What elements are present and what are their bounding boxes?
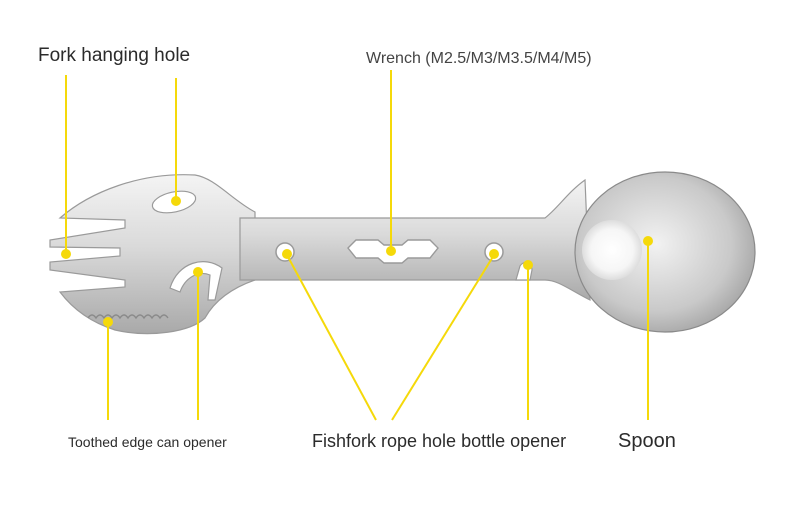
fork-head bbox=[49, 174, 256, 335]
callout-toothed-edge bbox=[103, 317, 113, 420]
callout-rope-holes bbox=[282, 249, 499, 421]
callout-tines bbox=[61, 75, 71, 259]
toothed-edge bbox=[87, 314, 169, 320]
spoon-glare bbox=[582, 220, 642, 280]
label-fork-hanging-hole: Fork hanging hole bbox=[38, 45, 191, 66]
label-spoon: Spoon bbox=[618, 430, 676, 452]
label-toothed-edge: Toothed edge can opener bbox=[68, 434, 227, 450]
callout-bottle-opener bbox=[523, 260, 533, 420]
spoon-bowl bbox=[574, 171, 756, 333]
callout-wrench bbox=[386, 70, 396, 256]
callout-can-opener bbox=[193, 267, 203, 420]
label-fishfork-opener: Fishfork rope hole bottle opener bbox=[312, 431, 567, 451]
label-wrench: Wrench (M2.5/M3/M3.5/M4/M5) bbox=[366, 50, 592, 67]
callout-spoon bbox=[643, 236, 653, 420]
callout-fork-hole bbox=[171, 78, 181, 206]
can-opener-hook bbox=[169, 261, 223, 301]
